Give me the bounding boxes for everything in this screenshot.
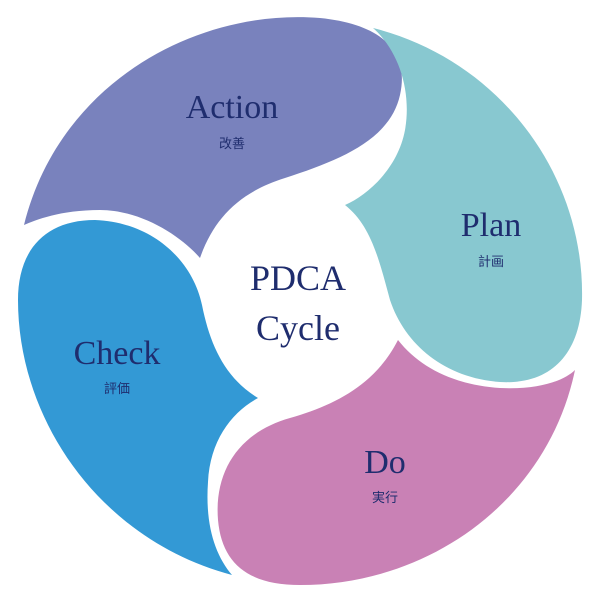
center-title-line1: PDCA: [250, 258, 346, 298]
center-title-line2: Cycle: [256, 308, 340, 348]
plan-segment: [345, 28, 583, 383]
do-label: Do: [364, 444, 406, 481]
plan-label: Plan: [461, 207, 521, 244]
check-label: Check: [74, 335, 161, 372]
plan-sublabel: 計画: [478, 254, 504, 270]
action-sublabel: 改善: [219, 136, 245, 152]
check-segment: [18, 220, 258, 575]
do-segment: [217, 340, 575, 585]
action-label: Action: [186, 89, 279, 126]
do-sublabel: 実行: [372, 490, 398, 506]
check-sublabel: 評価: [104, 382, 130, 397]
action-segment: [24, 17, 402, 258]
